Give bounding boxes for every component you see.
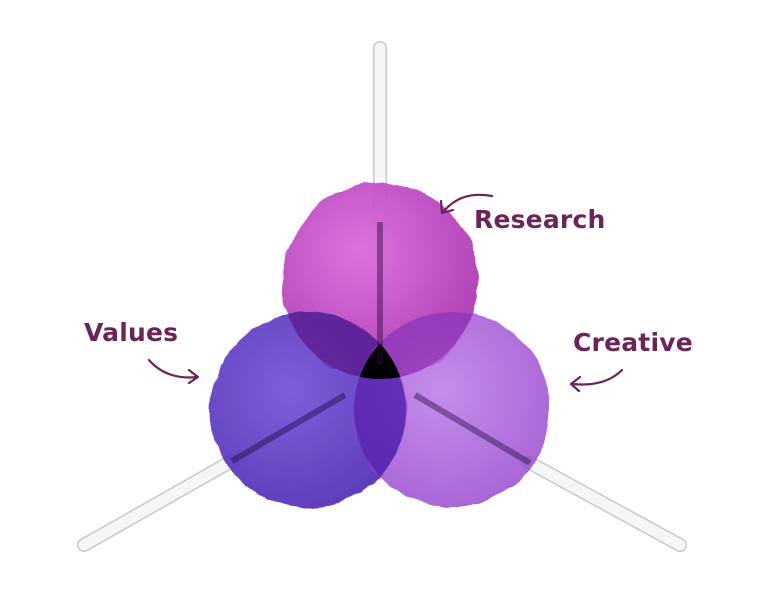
curved-arrow-icon	[569, 368, 624, 393]
inner-sticks	[230, 222, 532, 466]
label-research: Research	[474, 205, 606, 234]
label-creative: Creative	[573, 328, 693, 357]
stick-right-fill	[524, 457, 686, 551]
overlap-research-values	[282, 312, 406, 379]
curved-arrow-icon	[147, 358, 200, 385]
arrows	[147, 193, 624, 393]
curved-arrow-icon	[439, 193, 494, 215]
stick-left-fill	[78, 455, 238, 551]
overlap-research-creative	[354, 312, 478, 379]
label-values: Values	[84, 318, 179, 347]
